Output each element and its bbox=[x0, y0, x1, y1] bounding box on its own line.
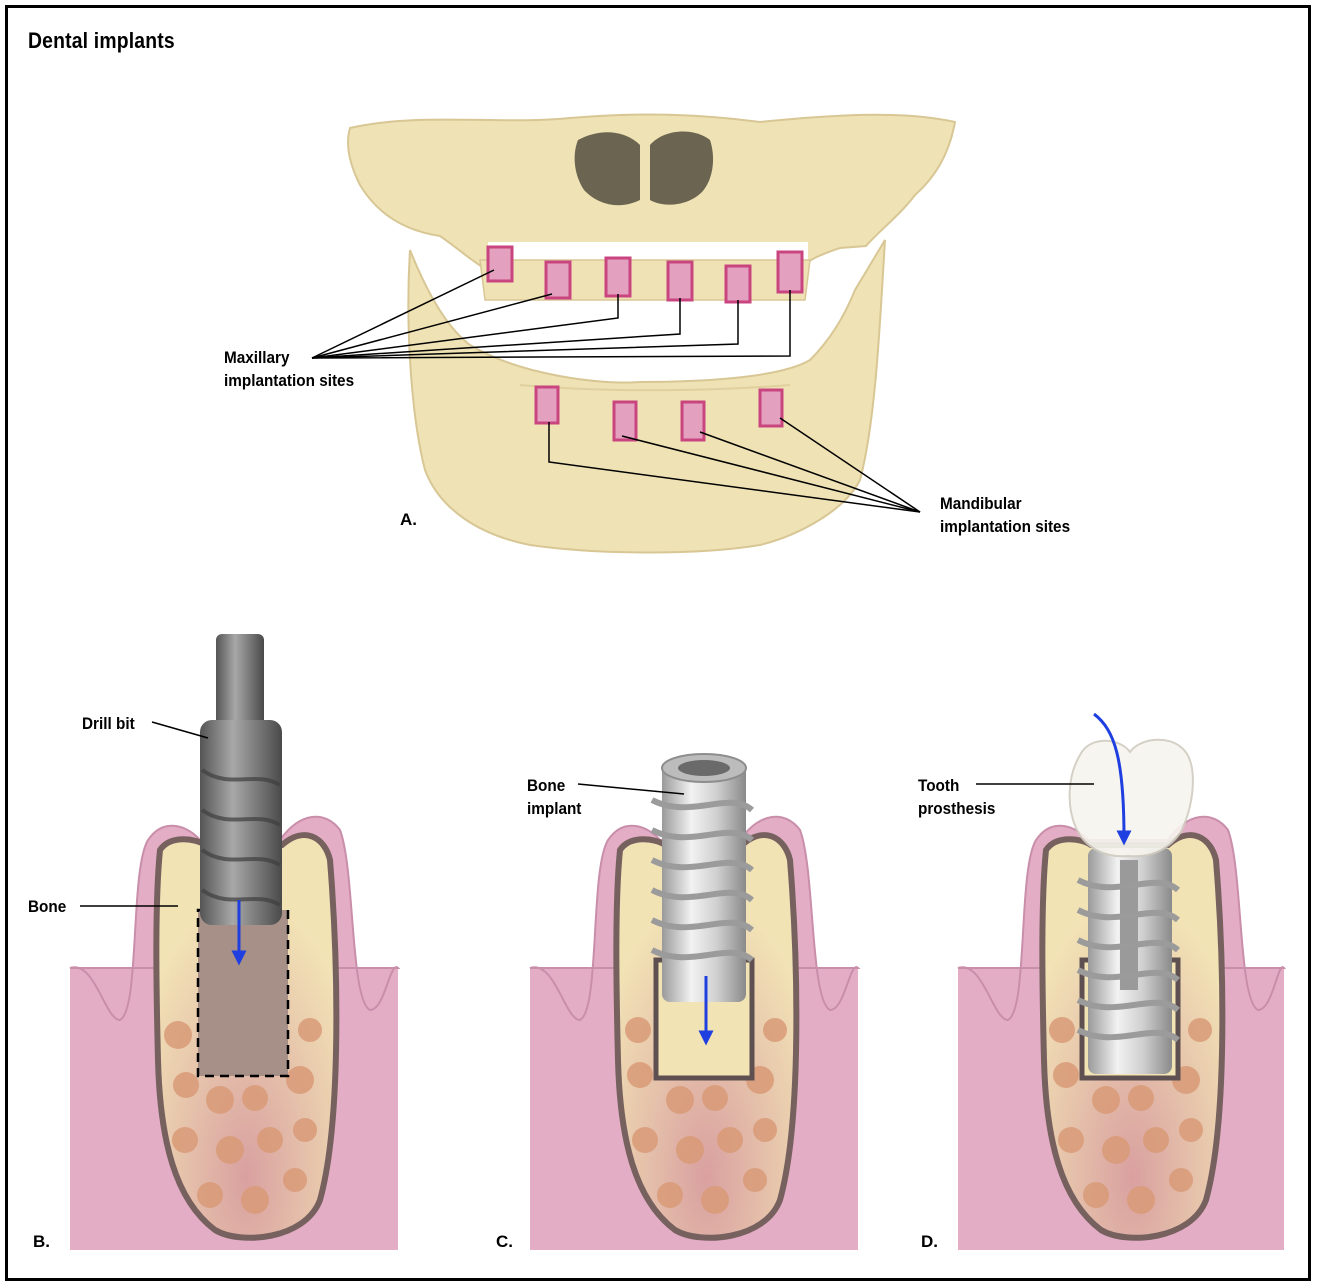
implant-site-marker bbox=[488, 247, 512, 281]
implant-site-marker bbox=[606, 258, 630, 296]
upper-gap bbox=[488, 242, 808, 260]
drill-shank bbox=[216, 634, 264, 726]
bone-implant-label: Bone implant bbox=[527, 774, 581, 820]
implant-site-marker bbox=[668, 262, 692, 300]
panel-label-a: A. bbox=[400, 510, 417, 530]
bone-label: Bone bbox=[28, 895, 66, 918]
tooth-prosthesis-label: Tooth prosthesis bbox=[918, 774, 995, 820]
implant-site-marker bbox=[778, 252, 802, 292]
upper-jaw-strip bbox=[480, 260, 810, 300]
panel-label-c: C. bbox=[496, 1232, 513, 1252]
implant-site-marker bbox=[614, 402, 636, 440]
implant-top-hole bbox=[678, 760, 730, 776]
panel-c-illustration bbox=[530, 754, 858, 1250]
implant-site-marker bbox=[760, 390, 782, 426]
implant-site-marker bbox=[726, 266, 750, 302]
skull-illustration bbox=[348, 115, 955, 553]
drill-bit-label: Drill bit bbox=[82, 712, 135, 735]
implant-site-marker bbox=[682, 402, 704, 440]
bone-implant-body bbox=[662, 764, 746, 1002]
implant-site-marker bbox=[536, 387, 558, 423]
implant-channel bbox=[1120, 860, 1138, 990]
panel-label-b: B. bbox=[33, 1232, 50, 1252]
mandibular-label: Mandibular implantation sites bbox=[940, 492, 1070, 538]
drill-hole bbox=[198, 910, 288, 1076]
drill-bit-leader bbox=[152, 722, 208, 738]
tooth-prosthesis bbox=[1070, 740, 1193, 857]
panel-label-d: D. bbox=[921, 1232, 938, 1252]
maxillary-label: Maxillary implantation sites bbox=[224, 346, 354, 392]
panel-d-illustration bbox=[958, 714, 1284, 1250]
implant-site-marker bbox=[546, 262, 570, 298]
